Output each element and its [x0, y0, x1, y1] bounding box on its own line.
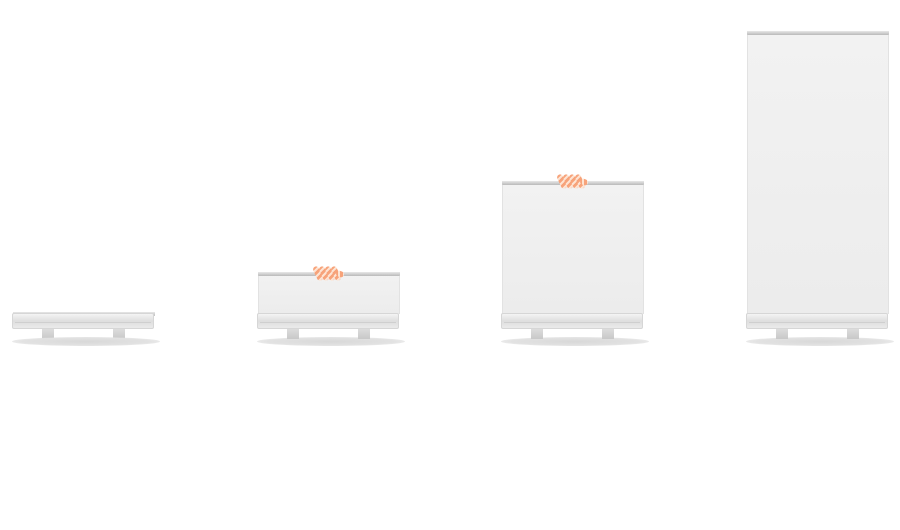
stand-foot: [113, 329, 125, 339]
stand-foot: [42, 329, 54, 339]
banner: [502, 181, 644, 314]
stand-foot: [287, 329, 299, 339]
floor-shadow: [746, 337, 894, 346]
stand-base: [257, 313, 399, 329]
stand-foot: [531, 329, 543, 339]
top-bar: [747, 31, 889, 35]
stand-foot: [358, 329, 370, 339]
hand-icon: [312, 265, 345, 284]
floor-shadow: [12, 337, 160, 346]
stand-foot: [602, 329, 614, 339]
stand-base: [12, 313, 154, 329]
stand-foot: [847, 329, 859, 339]
hand-icon: [556, 173, 589, 192]
stand-foot: [776, 329, 788, 339]
floor-shadow: [501, 337, 649, 346]
stand-base: [501, 313, 643, 329]
banner: [747, 31, 889, 314]
floor-shadow: [257, 337, 405, 346]
stand-base: [746, 313, 888, 329]
